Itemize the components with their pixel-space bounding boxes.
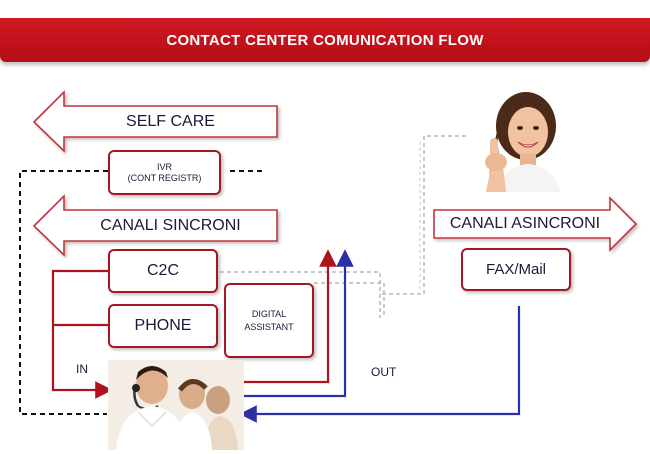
digital-assistant-line1: DIGITAL <box>251 308 287 319</box>
in-label: IN <box>76 362 88 376</box>
c2c-label: C2C <box>146 262 179 279</box>
gray-dashed-to-photo <box>382 135 468 295</box>
customer-illustration <box>468 88 588 192</box>
self-care-arrow <box>32 90 278 153</box>
canali-asincroni-text: CANALI ASINCRONI <box>449 215 601 232</box>
in-flow-line <box>51 269 113 399</box>
self-care-text: SELF CARE <box>126 112 215 130</box>
out-flow-blue-line <box>244 249 354 398</box>
gray-dashed-da <box>314 282 385 316</box>
page-title: CONTACT CENTER COMUNICATION FLOW <box>166 31 484 49</box>
title-banner: CONTACT CENTER COMUNICATION FLOW <box>0 18 650 62</box>
ivr-box: IVR (CONT REGISTR) <box>108 150 221 195</box>
self-care-label: SELF CARE <box>64 106 277 137</box>
fax-return-line <box>239 306 521 423</box>
digital-assistant-line2: ASSISTANT <box>244 321 294 332</box>
digital-assistant-box: DIGITAL ASSISTANT <box>224 283 314 358</box>
out-flow-red-line <box>244 249 337 384</box>
ivr-subtitle: (CONT REGISTR) <box>127 172 202 183</box>
agents-photo <box>108 360 244 450</box>
agents-illustration <box>108 360 244 450</box>
canali-sincroni-text: CANALI SINCRONI <box>100 216 241 234</box>
fax-mail-label: FAX/Mail <box>485 261 546 278</box>
phone-label: PHONE <box>134 317 192 334</box>
fax-mail-box: FAX/Mail <box>461 248 571 291</box>
out-label: OUT <box>371 365 397 379</box>
canali-sincroni-label: CANALI SINCRONI <box>64 210 277 241</box>
canali-sincroni-arrow <box>32 194 278 257</box>
canali-asincroni-arrow <box>433 196 638 252</box>
canali-asincroni-label: CANALI ASINCRONI <box>440 210 610 238</box>
customer-photo <box>468 88 588 192</box>
phone-box: PHONE <box>108 304 218 348</box>
ivr-title: IVR <box>156 161 172 172</box>
c2c-box: C2C <box>108 249 218 293</box>
gray-dashed-c2c <box>220 271 381 318</box>
ivr-dashed-connector <box>19 170 108 415</box>
